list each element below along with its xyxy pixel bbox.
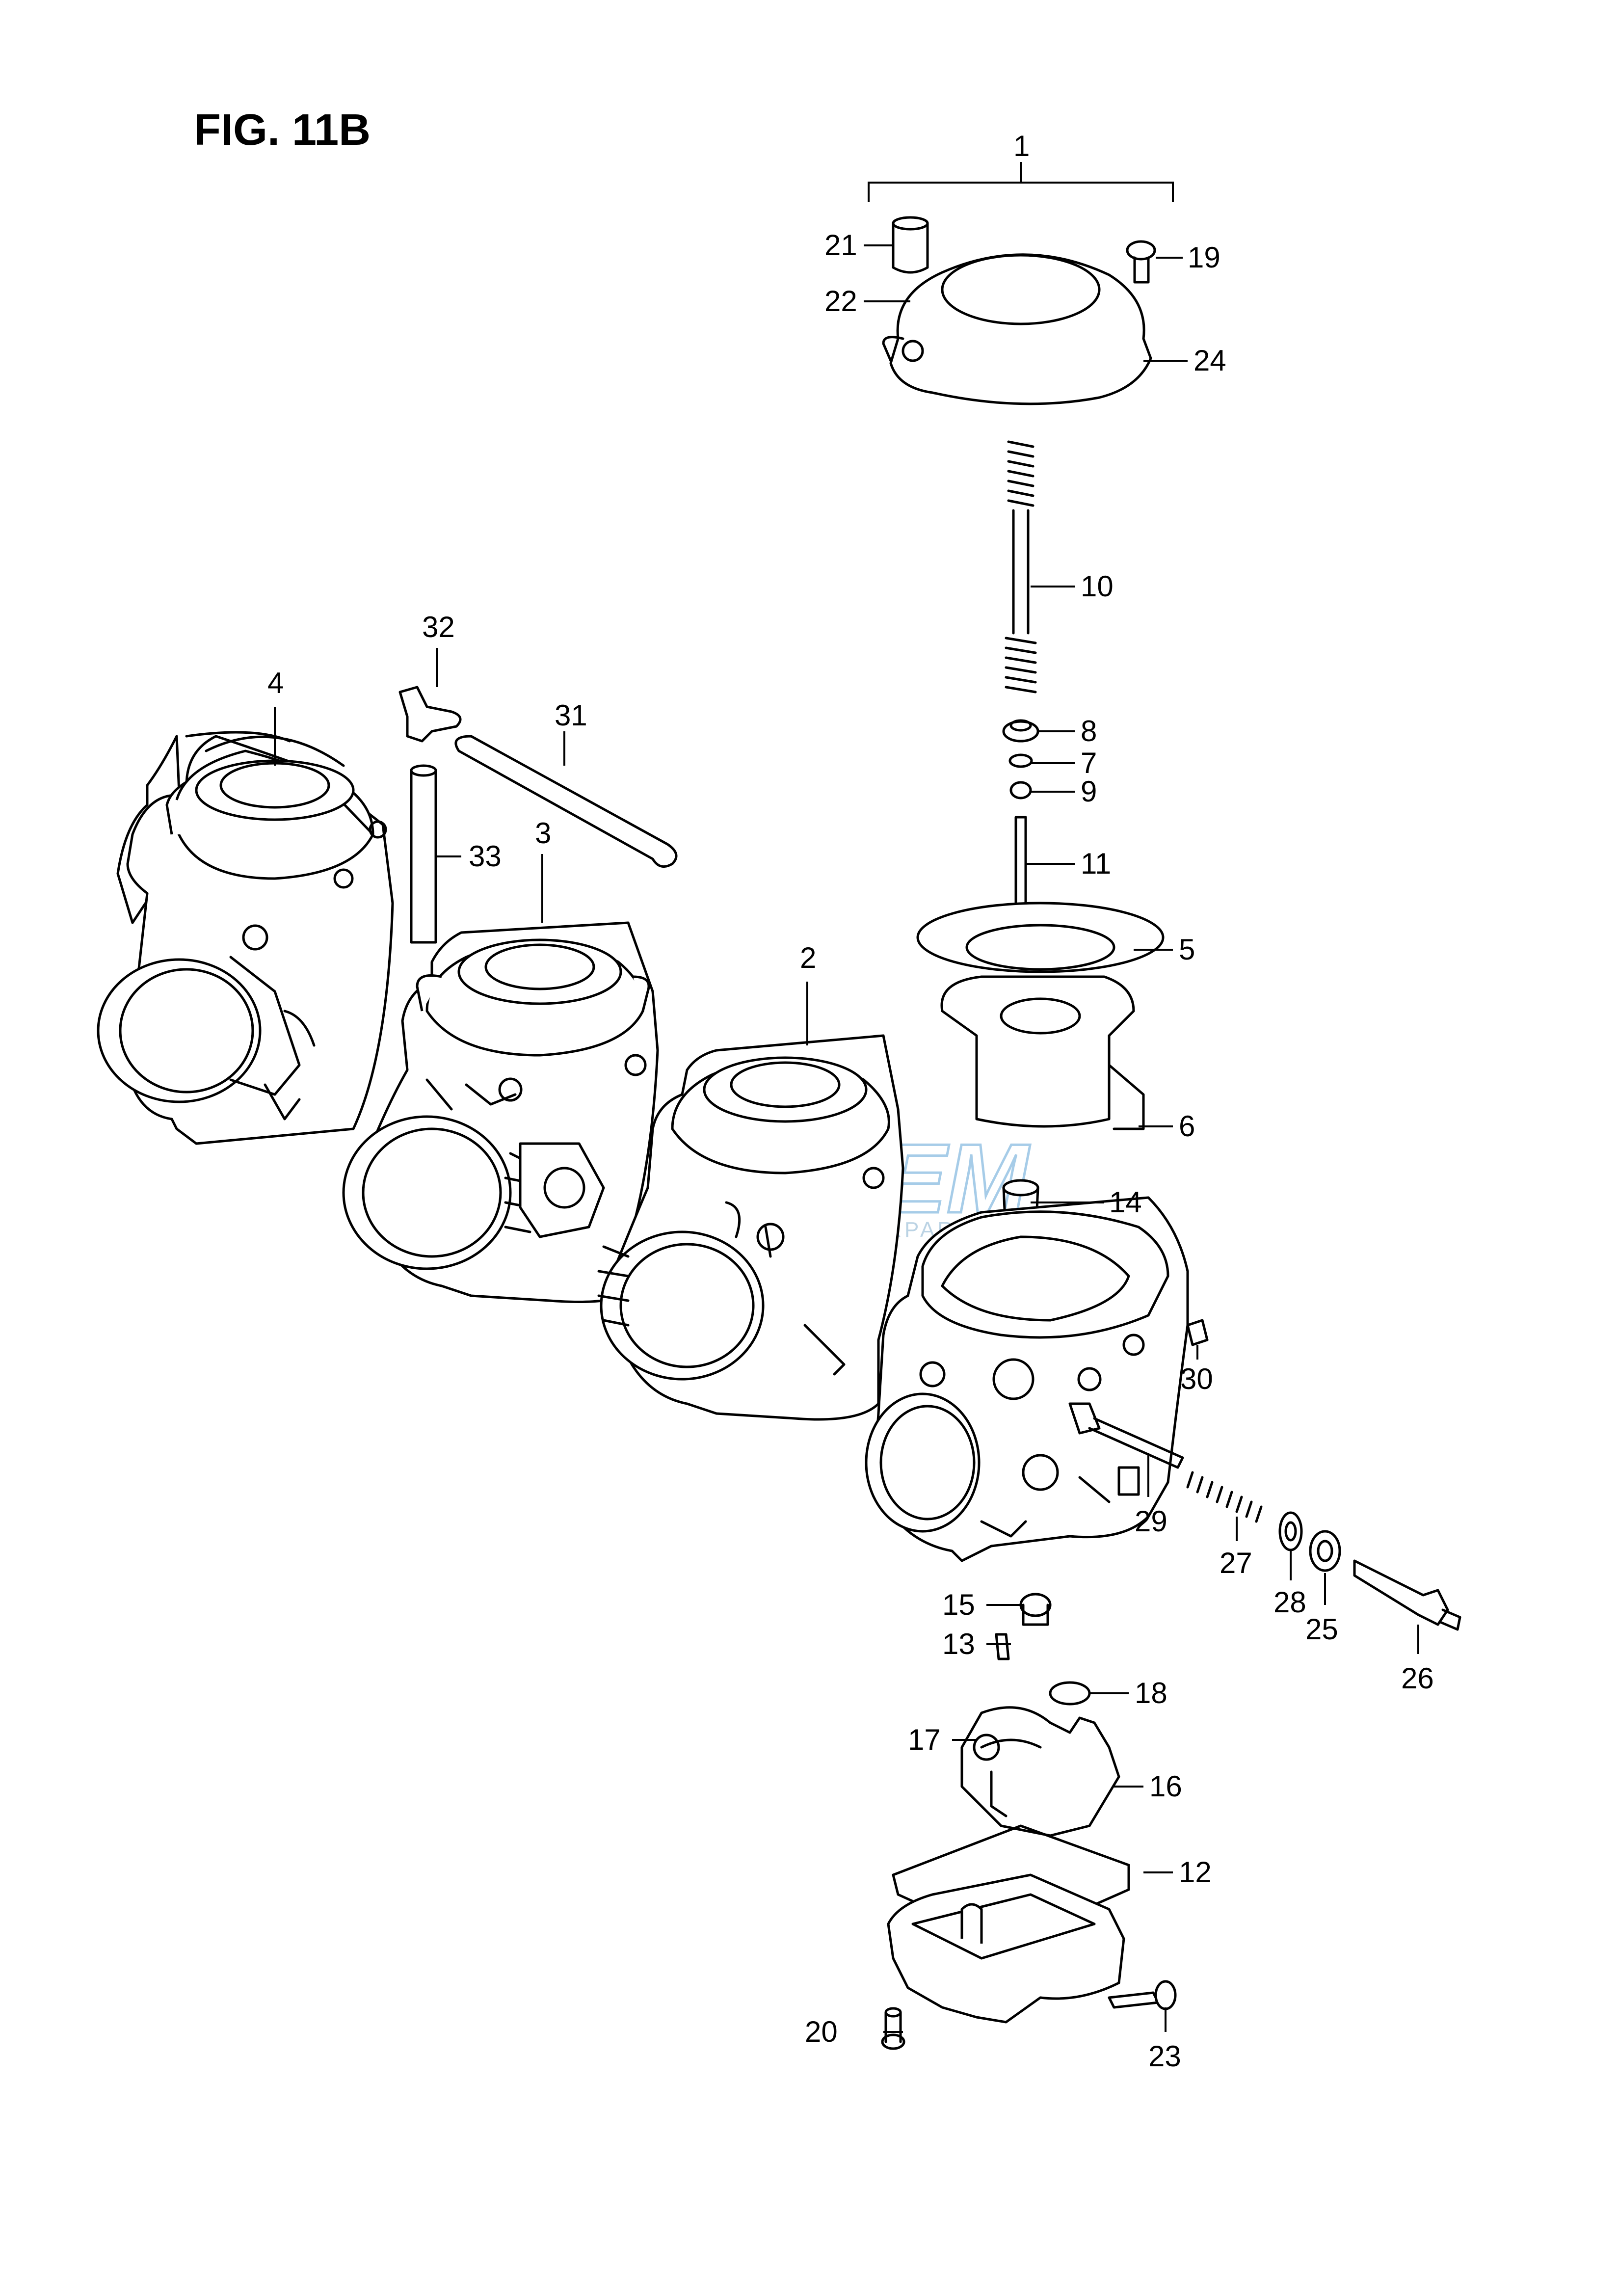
part-13-jet	[995, 1633, 1010, 1660]
callout-11: 11	[1081, 847, 1111, 880]
callout-8: 8	[1081, 715, 1097, 748]
part-24-top-cover	[882, 253, 1152, 405]
part-8-seat	[1002, 719, 1039, 743]
callout-13: 13	[942, 1628, 975, 1660]
part-33-pipe	[410, 764, 437, 944]
callout-20: 20	[805, 2015, 838, 2048]
callout-10: 10	[1081, 570, 1114, 603]
callout-22: 22	[824, 285, 857, 318]
top-cap-assembly	[868, 162, 1174, 1297]
callout-24: 24	[1194, 344, 1226, 377]
part-12-gasket	[892, 1824, 1130, 1945]
callout-5: 5	[1179, 933, 1195, 966]
callout-31: 31	[555, 699, 587, 732]
part-6-piston-valve	[940, 975, 1145, 1130]
leader-lines	[274, 244, 1419, 2033]
callout-7: 7	[1081, 747, 1097, 779]
part-15-plug	[1019, 1593, 1052, 1626]
callout-4: 4	[267, 667, 284, 699]
part-25-o-ring	[1309, 1530, 1341, 1572]
callout-27: 27	[1220, 1547, 1252, 1579]
part-19-screw	[1126, 240, 1156, 284]
callout-29: 29	[1135, 1505, 1167, 1538]
callout-6: 6	[1179, 1110, 1195, 1143]
callout-26: 26	[1401, 1662, 1434, 1695]
callout-12: 12	[1179, 1856, 1212, 1889]
carburetor-4	[97, 731, 394, 1145]
callout-2: 2	[800, 941, 816, 974]
part-26-mixture-screw	[1353, 1559, 1461, 1631]
callout-14: 14	[1109, 1186, 1142, 1219]
callout-1: 1	[1013, 130, 1030, 162]
callout-15: 15	[942, 1588, 975, 1621]
carburetor-1-body	[865, 1196, 1189, 1562]
part-10-spring	[1005, 440, 1037, 694]
part-30-screw	[1186, 1319, 1209, 1346]
part-20-screw	[881, 2007, 905, 2050]
part-31-pipe	[454, 735, 678, 868]
part-9-washer	[1009, 781, 1032, 800]
figure-title: FIG. 11B	[194, 106, 371, 155]
carburetor-2	[597, 1034, 904, 1421]
part-23-screw	[1108, 1980, 1177, 2010]
callout-30: 30	[1180, 1362, 1213, 1395]
callout-25: 25	[1305, 1613, 1338, 1646]
callout-16: 16	[1149, 1770, 1182, 1803]
part-27-spring	[1186, 1471, 1263, 1523]
part-28-washer	[1278, 1511, 1303, 1551]
part-18-gasket	[1049, 1681, 1091, 1706]
callout-18: 18	[1135, 1677, 1167, 1709]
callout-17: 17	[908, 1723, 941, 1756]
part-32-t-fitting	[398, 686, 462, 743]
callout-1-bracket	[868, 182, 1174, 202]
carburetor-3	[342, 921, 659, 1303]
part-16-float	[960, 1706, 1120, 1837]
callout-23: 23	[1148, 2040, 1181, 2073]
callout-3: 3	[535, 817, 551, 850]
callout-labels: 1 2 3 4 5 6 7 8 9 10 11 12 13 14 15 16 1…	[267, 130, 1434, 2073]
part-29-adjuster	[1068, 1402, 1184, 1469]
part-7-clip	[1008, 753, 1033, 768]
part-21-cap	[892, 216, 929, 274]
callout-32: 32	[422, 611, 455, 643]
part-5-diaphragm	[916, 902, 1165, 973]
callout-28: 28	[1273, 1586, 1306, 1619]
callout-33: 33	[469, 840, 502, 873]
callout-21: 21	[824, 229, 857, 262]
callout-19: 19	[1188, 241, 1220, 274]
float-bowl	[887, 1873, 1125, 2024]
callout-9: 9	[1081, 775, 1097, 808]
